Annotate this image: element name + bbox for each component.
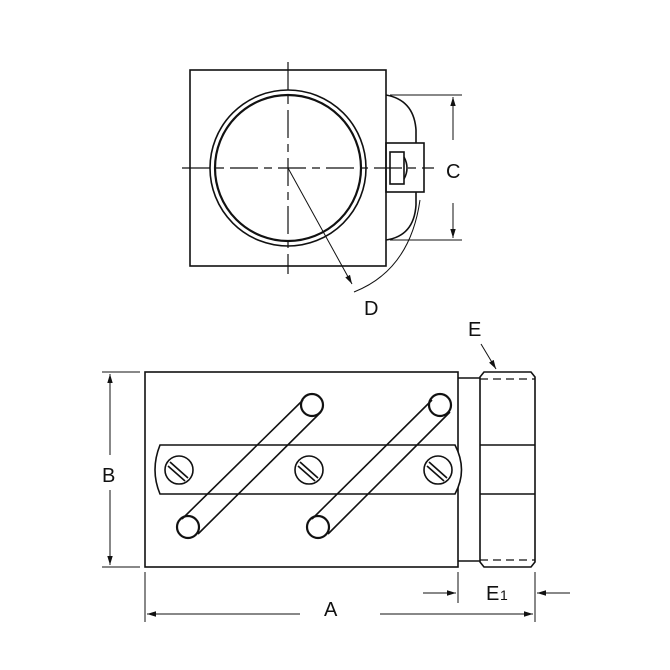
dim-label-b: B: [102, 465, 115, 487]
screw-right: [423, 455, 453, 485]
side-view: [102, 343, 570, 622]
dim-label-e: E: [468, 319, 481, 341]
dim-d-arc: [353, 199, 421, 293]
clamp-screw-head: [389, 151, 405, 185]
dim-d-radius-line: [287, 167, 353, 285]
slot-right: [305, 392, 453, 540]
dim-label-e1-subscript: 1: [500, 587, 508, 603]
dim-label-e1: E: [486, 583, 499, 605]
dim-label-a: A: [324, 599, 338, 621]
clamp-ear-upper: [385, 94, 417, 143]
screw-middle: [294, 455, 324, 485]
clamp-ear-lower: [385, 192, 417, 241]
clamp-screw-block: [385, 142, 425, 193]
dim-e-leader: [480, 343, 497, 370]
clamp-screw-tip: [403, 156, 408, 180]
dim-label-c: C: [446, 161, 460, 183]
slot-left: [175, 392, 325, 540]
dim-label-d: D: [364, 298, 378, 320]
top-view: [182, 62, 462, 293]
threaded-end: [479, 371, 536, 568]
screw-left: [164, 455, 194, 485]
